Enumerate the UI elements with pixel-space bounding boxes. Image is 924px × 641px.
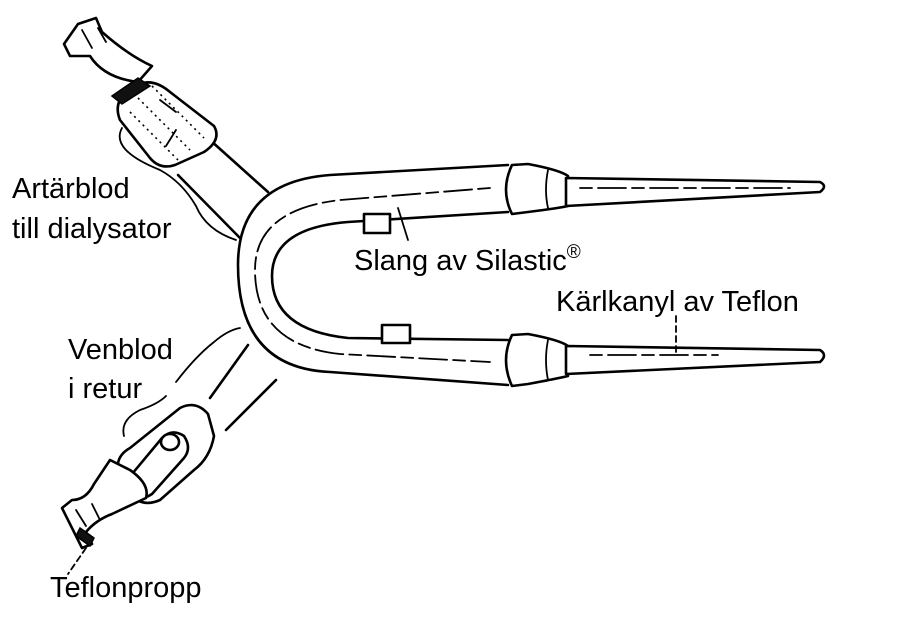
lower-teflon-cannula <box>564 344 826 376</box>
leader-venous <box>122 327 241 437</box>
label-tubing-text: Slang av Silastic <box>354 245 567 277</box>
leader-arterial <box>118 127 237 241</box>
silastic-tubing <box>236 163 510 387</box>
tubing-clamp-upper <box>362 212 392 235</box>
lower-cannula-connector <box>504 332 570 388</box>
tubing-clamp-lower <box>380 323 412 345</box>
arterial-plug <box>62 16 154 105</box>
label-cannula: Kärlkanyl av Teflon <box>556 286 799 318</box>
label-venous-line1: Venblod <box>68 334 173 366</box>
upper-cannula-connector <box>504 162 570 216</box>
leader-plug <box>67 547 87 575</box>
label-arterial-line2: till dialysator <box>12 213 172 245</box>
upper-teflon-cannula <box>564 176 826 208</box>
label-plug: Teflonpropp <box>50 572 202 604</box>
registered-mark: ® <box>566 242 581 263</box>
label-venous-line2: i retur <box>68 373 143 405</box>
leader-tubing <box>397 207 409 241</box>
arterial-branch <box>116 81 270 240</box>
label-arterial-line1: Artärblod <box>12 173 130 205</box>
label-tubing: Slang av Silastic® <box>354 242 581 278</box>
venous-plug <box>60 458 148 550</box>
